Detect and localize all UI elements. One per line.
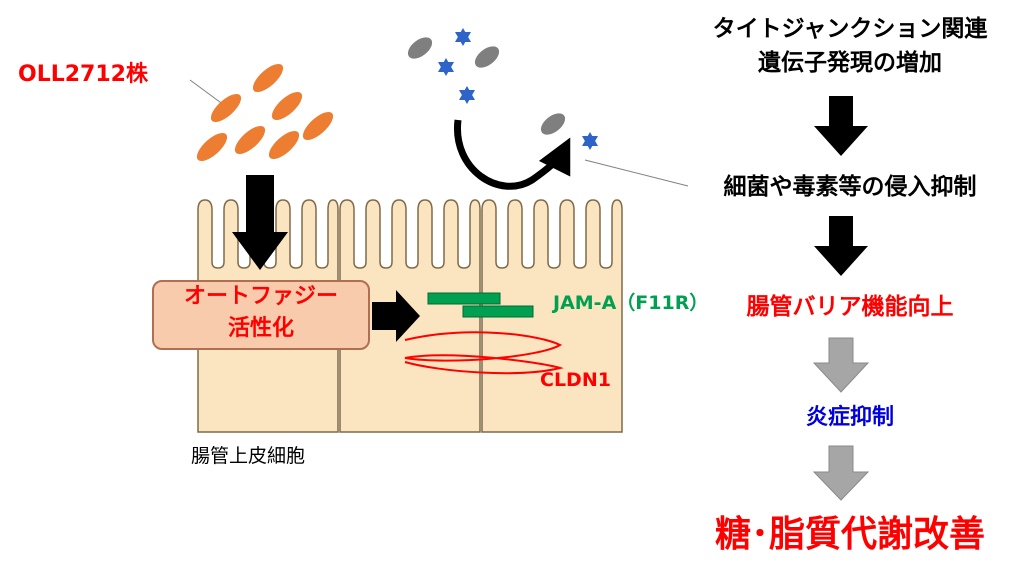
curved-arrow-icon: [454, 119, 571, 190]
jam-a-label: JAM-A（F11R）: [553, 292, 709, 314]
bacteria-ellipse-icon: [210, 93, 242, 123]
down-arrow-icon: [812, 445, 870, 501]
flow-step2: 細菌や毒素等の侵入抑制: [723, 174, 977, 200]
toxin-star-icon: [455, 28, 471, 46]
down-arrow-icon: [812, 337, 870, 393]
flow-step1-line1: タイトジャンクション関連: [712, 16, 988, 42]
down-arrow-icon: [814, 96, 868, 156]
flow-step3: 腸管バリア機能向上: [746, 294, 954, 320]
bacteria-ellipse-icon: [268, 130, 300, 160]
flow-step4: 炎症抑制: [805, 405, 894, 430]
bacteria-ellipse-icon: [234, 125, 266, 155]
right-arrow-icon: [372, 290, 420, 342]
toxin-ellipse-icon: [474, 46, 500, 68]
jam-a-bar-2: [462, 305, 534, 318]
bacteria-group: [196, 63, 334, 162]
jam-a-bar-1: [427, 292, 501, 305]
toxin-ellipse-icon: [407, 37, 433, 59]
toxin-star-icon: [582, 132, 598, 150]
flow-step1-line2: 遺伝子発現の増加: [758, 50, 942, 76]
down-arrow-icon: [814, 216, 868, 276]
strain-label: OLL2712株: [18, 62, 148, 87]
toxin-leader-line: [584, 159, 689, 187]
bacteria-ellipse-icon: [302, 111, 334, 141]
toxin-group: [407, 28, 598, 150]
toxin-star-icon: [438, 58, 454, 76]
autophagy-box: [152, 280, 370, 350]
cldn1-label: CLDN1: [540, 369, 611, 391]
bacteria-ellipse-icon: [196, 132, 228, 162]
down-arrow-icon: [232, 175, 288, 270]
bacteria-ellipse-icon: [271, 91, 303, 121]
epithelial-cells-label: 腸管上皮細胞: [191, 445, 306, 467]
toxin-star-icon: [459, 86, 475, 104]
autophagy-label-line2: 活性化: [227, 316, 294, 341]
flow-step5: 糖･脂質代謝改善: [714, 514, 985, 555]
autophagy-label-line1: オートファジー: [183, 284, 338, 309]
bacteria-ellipse-icon: [252, 63, 284, 93]
cldn1-helix: [404, 331, 564, 375]
toxin-ellipse-icon: [540, 113, 566, 135]
